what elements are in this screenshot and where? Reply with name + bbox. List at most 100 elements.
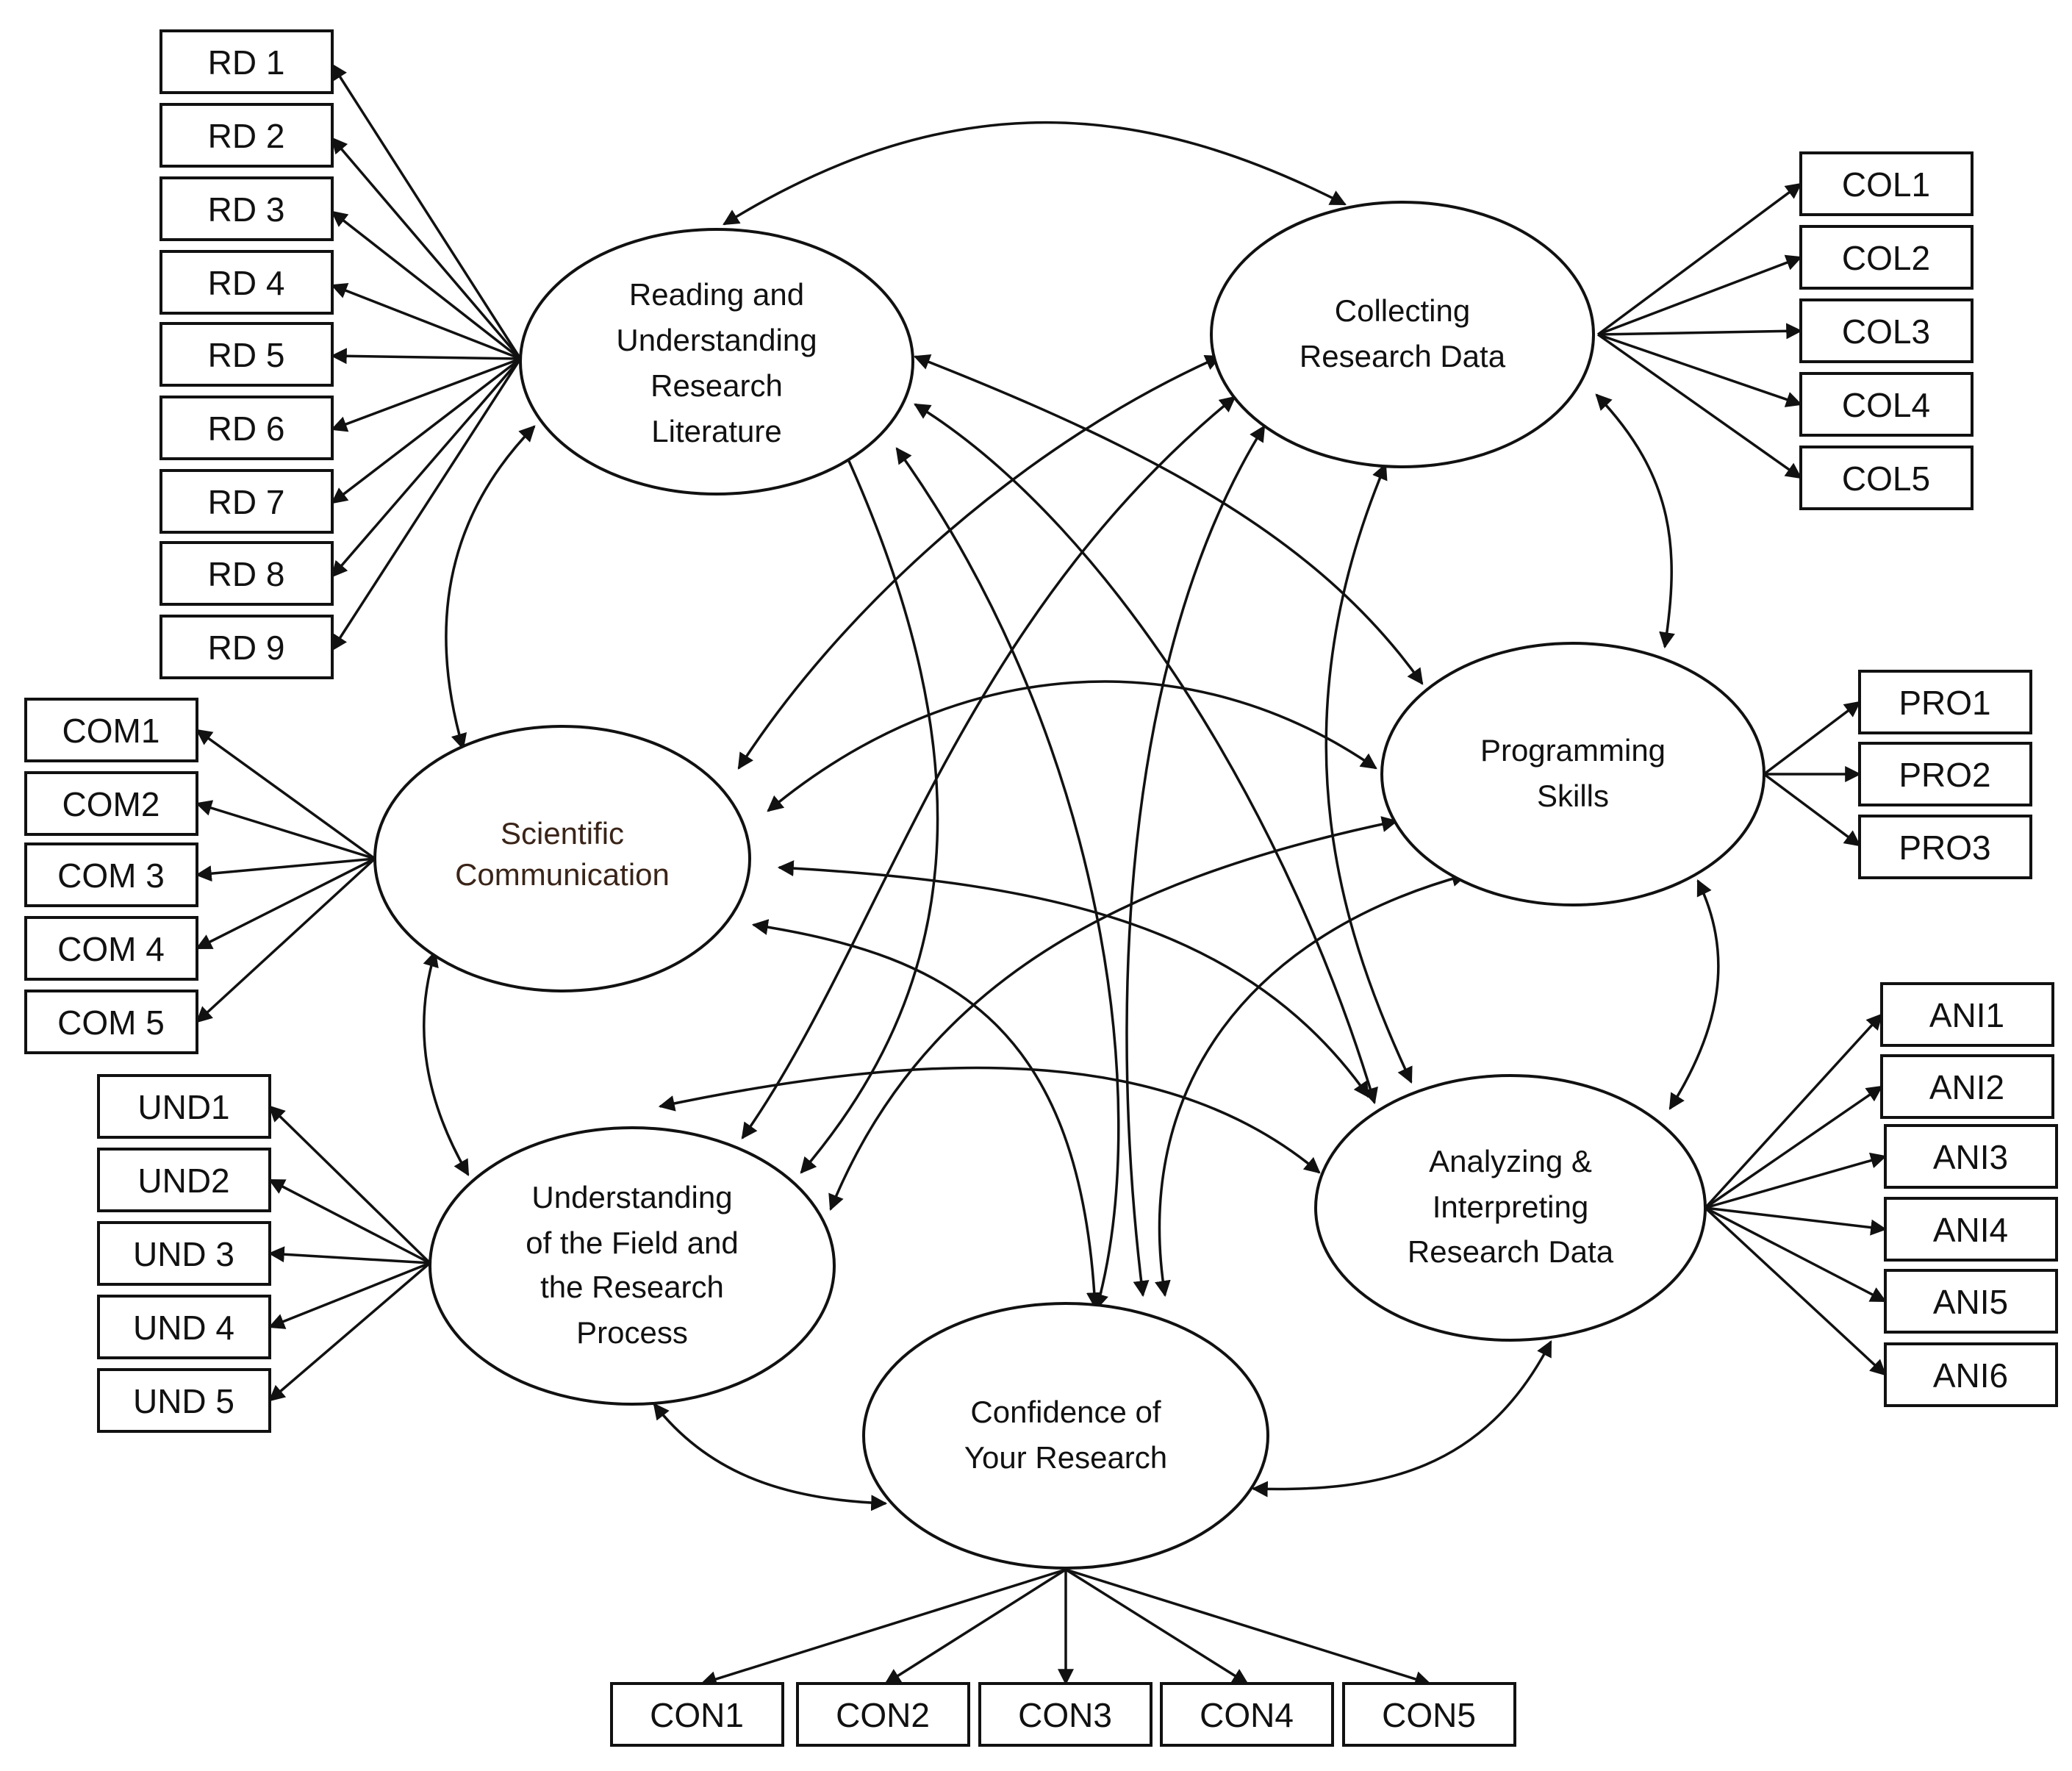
edge-pro-3 [1763, 773, 1861, 847]
factor-understanding-line-4: Process [576, 1315, 688, 1350]
factor-understanding-line-1: Understanding [531, 1180, 732, 1214]
indicator-label: COL5 [1842, 459, 1930, 498]
indicators-rd: RD 1 RD 2 RD 3 RD 4 RD 5 RD 6 RD 7 RD 8 … [159, 29, 334, 679]
con-loadings [700, 1568, 1432, 1687]
edge-con-2 [884, 1568, 1067, 1685]
edge-rd-4 [330, 282, 521, 360]
indicator-label: ANI6 [1933, 1356, 2008, 1395]
indicator-pro-3: PRO3 [1858, 815, 2032, 879]
indicator-label: RD 1 [208, 43, 285, 82]
indicator-label: ANI4 [1933, 1211, 2008, 1249]
indicator-col-2: COL2 [1799, 225, 1974, 290]
indicator-label: ANI3 [1933, 1138, 2008, 1176]
indicator-label: UND 3 [133, 1235, 234, 1273]
cov-reading-scientific [445, 425, 536, 751]
cov-collecting-programming [1595, 393, 1675, 649]
cov-reading-analyzing [914, 403, 1378, 1105]
und-loadings [268, 1105, 431, 1402]
indicator-col-1: COL1 [1799, 151, 1974, 216]
edge-con-4 [1065, 1568, 1249, 1685]
factor-reading-line-4: Literature [651, 414, 781, 448]
indicator-label: UND 4 [133, 1309, 234, 1347]
edge-com-2 [195, 800, 376, 860]
indicator-label: UND2 [137, 1162, 229, 1200]
indicator-rd-5: RD 5 [159, 322, 334, 387]
indicator-rd-6: RD 6 [159, 396, 334, 460]
cov-collecting-understanding [741, 396, 1236, 1139]
indicator-rd-9: RD 9 [159, 615, 334, 679]
edge-col-3 [1597, 323, 1803, 340]
cov-reading-confidence [895, 447, 1120, 1311]
factor-reading-line-2: Understanding [616, 323, 817, 357]
factor-scientific-line-1: Scientific [501, 816, 624, 851]
indicator-und-3: UND 3 [97, 1221, 271, 1286]
edge-ani-5 [1704, 1206, 1887, 1303]
edge-rd-2 [331, 137, 522, 360]
factor-scientific-line-2: Communication [455, 857, 670, 892]
cov-confidence-analyzing [1251, 1340, 1552, 1498]
indicator-label: PRO1 [1899, 684, 1990, 722]
indicator-label: RD 5 [208, 336, 285, 374]
indicator-con-4: CON4 [1160, 1682, 1334, 1747]
edge-con-5 [1065, 1568, 1432, 1687]
edge-con-1 [700, 1568, 1067, 1687]
edge-rd-3 [331, 210, 522, 360]
cov-understanding-analyzing [658, 1066, 1321, 1174]
indicator-con-1: CON1 [610, 1682, 784, 1747]
edge-com-1 [196, 729, 376, 860]
indicator-con-2: CON2 [796, 1682, 970, 1747]
indicator-com-5: COM 5 [24, 990, 198, 1054]
edge-col-4 [1597, 333, 1803, 407]
factor-collecting: Collecting Research Data [1210, 201, 1595, 468]
pro-loadings [1763, 701, 1862, 847]
indicator-ani-4: ANI4 [1884, 1197, 2058, 1262]
edge-und-2 [268, 1178, 431, 1264]
factor-confidence: Confidence of Your Research [862, 1302, 1269, 1570]
indicator-col-4: COL4 [1799, 372, 1974, 437]
indicator-ani-3: ANI3 [1884, 1124, 2058, 1189]
edge-pro-1 [1763, 701, 1861, 776]
indicator-label: RD 9 [208, 629, 285, 667]
indicator-ani-5: ANI5 [1884, 1269, 2058, 1334]
edge-rd-6 [330, 357, 521, 432]
factor-reading: Reading and Understanding Research Liter… [519, 228, 914, 495]
indicator-rd-3: RD 3 [159, 176, 334, 241]
indicator-col-5: COL5 [1799, 446, 1974, 510]
indicator-com-3: COM 3 [24, 842, 198, 907]
cov-scientific-programming [767, 680, 1377, 812]
ani-loadings [1704, 1013, 1888, 1376]
factor-programming: Programming Skills [1380, 642, 1765, 906]
indicator-label: ANI2 [1929, 1068, 2004, 1106]
rd-loadings [330, 63, 522, 651]
indicator-col-3: COL3 [1799, 298, 1974, 363]
indicator-label: COM 5 [57, 1003, 165, 1042]
indicator-label: COL2 [1842, 239, 1930, 277]
indicator-label: COM 4 [57, 930, 165, 968]
indicator-und-5: UND 5 [97, 1368, 271, 1433]
factor-covariances [423, 121, 1720, 1511]
edge-rd-5 [330, 348, 521, 365]
edge-col-2 [1597, 254, 1803, 336]
edge-com-3 [195, 857, 376, 882]
edge-und-1 [268, 1105, 431, 1264]
edge-ani-3 [1704, 1152, 1888, 1209]
factor-programming-line-2: Skills [1537, 779, 1609, 813]
factor-collecting-line-2: Research Data [1300, 339, 1506, 373]
indicator-ani-2: ANI2 [1880, 1054, 2054, 1119]
indicator-com-1: COM1 [24, 698, 198, 762]
indicators-com: COM1 COM2 COM 3 COM 4 COM 5 [24, 698, 198, 1054]
indicator-label: UND 5 [133, 1382, 234, 1420]
indicator-label: COM 3 [57, 856, 165, 895]
edge-ani-1 [1704, 1013, 1883, 1209]
indicator-label: RD 8 [208, 555, 285, 593]
indicator-label: PRO2 [1899, 756, 1990, 794]
indicator-rd-8: RD 8 [159, 541, 334, 606]
indicator-label: COL4 [1842, 386, 1930, 424]
indicator-label: CON5 [1382, 1696, 1476, 1734]
edge-com-5 [196, 857, 376, 1023]
indicator-pro-1: PRO1 [1858, 670, 2032, 734]
cov-programming-confidence [1155, 870, 1469, 1298]
edge-com-4 [196, 857, 376, 950]
indicator-label: ANI5 [1933, 1283, 2008, 1321]
factor-reading-line-1: Reading and [629, 277, 804, 312]
